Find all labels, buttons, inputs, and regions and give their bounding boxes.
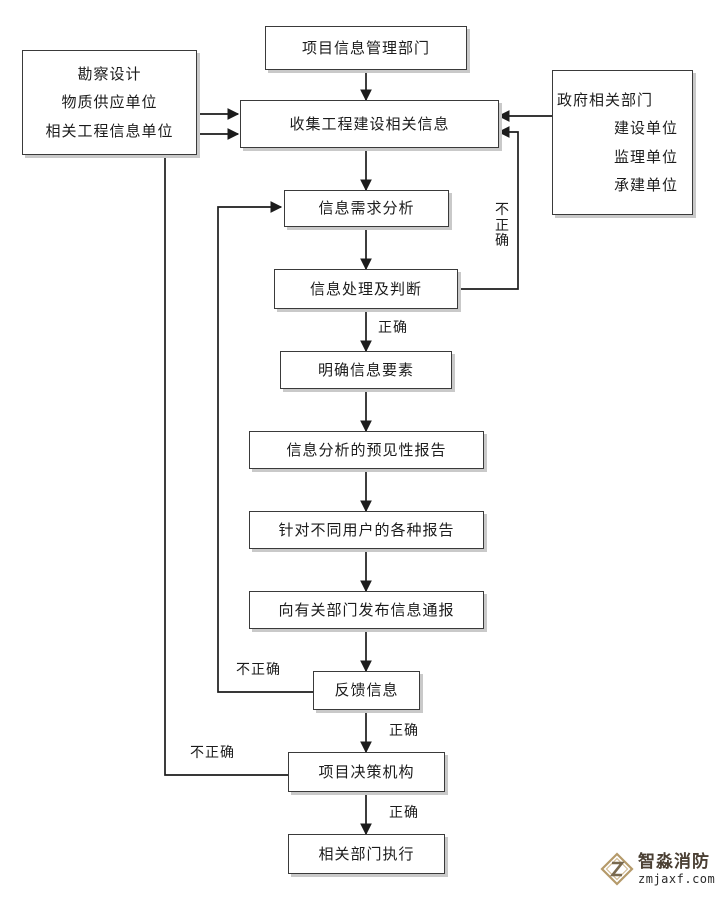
edge-label-process-correct: 正确 <box>378 320 408 336</box>
node-government-group[interactable]: 政府相关部门 建设单位 监理单位 承建单位 <box>552 70 693 215</box>
node-line: 向有关部门发布信息通报 <box>278 600 455 619</box>
node-line: 相关部门执行 <box>318 844 415 863</box>
edge-label-decision-correct: 正确 <box>389 805 419 821</box>
node-line: 承建单位 <box>613 176 678 194</box>
node-line: 信息分析的预见性报告 <box>286 440 447 459</box>
node-survey-design-group[interactable]: 勘察设计 物质供应单位 相关工程信息单位 <box>22 50 197 155</box>
node-line: 信息处理及判断 <box>309 279 422 298</box>
zhimiao-logo-icon <box>600 852 634 886</box>
edge-label-feedback-correct: 正确 <box>389 723 419 739</box>
node-line: 监理单位 <box>613 147 678 166</box>
node-line: 物质供应单位 <box>61 93 158 112</box>
watermark: 智淼消防 zmjaxf.com <box>600 852 715 886</box>
node-demand-analysis[interactable]: 信息需求分析 <box>284 190 449 227</box>
edge-label-feedback-incorrect: 不正确 <box>236 662 281 678</box>
node-line: 信息需求分析 <box>318 199 415 218</box>
node-line: 建设单位 <box>613 119 678 137</box>
node-user-reports[interactable]: 针对不同用户的各种报告 <box>249 511 484 549</box>
node-line: 反馈信息 <box>334 681 399 700</box>
node-depts-execute[interactable]: 相关部门执行 <box>288 834 445 874</box>
node-feedback-info[interactable]: 反馈信息 <box>313 671 420 710</box>
node-line: 项目决策机构 <box>318 762 415 781</box>
node-line: 明确信息要素 <box>317 360 414 379</box>
watermark-text: 智淼消防 zmjaxf.com <box>638 851 716 886</box>
node-line: 收集工程建设相关信息 <box>289 114 450 133</box>
node-line: 项目信息管理部门 <box>301 38 430 57</box>
node-clarify-elements[interactable]: 明确信息要素 <box>280 351 452 389</box>
edge-label-decision-incorrect: 不正确 <box>190 745 235 761</box>
watermark-url: zmjaxf.com <box>638 871 716 886</box>
node-process-judge[interactable]: 信息处理及判断 <box>274 269 458 309</box>
node-line: 针对不同用户的各种报告 <box>278 520 455 539</box>
node-line: 相关工程信息单位 <box>45 121 174 140</box>
node-line: 政府相关部门 <box>557 90 654 109</box>
edge-label-process-incorrect: 不正确 <box>495 202 510 250</box>
node-collect-info[interactable]: 收集工程建设相关信息 <box>240 100 499 148</box>
node-decision-body[interactable]: 项目决策机构 <box>288 752 445 792</box>
node-project-info-dept[interactable]: 项目信息管理部门 <box>265 26 467 70</box>
node-line: 勘察设计 <box>77 64 142 83</box>
watermark-brand: 智淼消防 <box>638 851 710 872</box>
node-foresight-report[interactable]: 信息分析的预见性报告 <box>249 431 484 469</box>
node-publish-bulletin[interactable]: 向有关部门发布信息通报 <box>249 591 484 629</box>
